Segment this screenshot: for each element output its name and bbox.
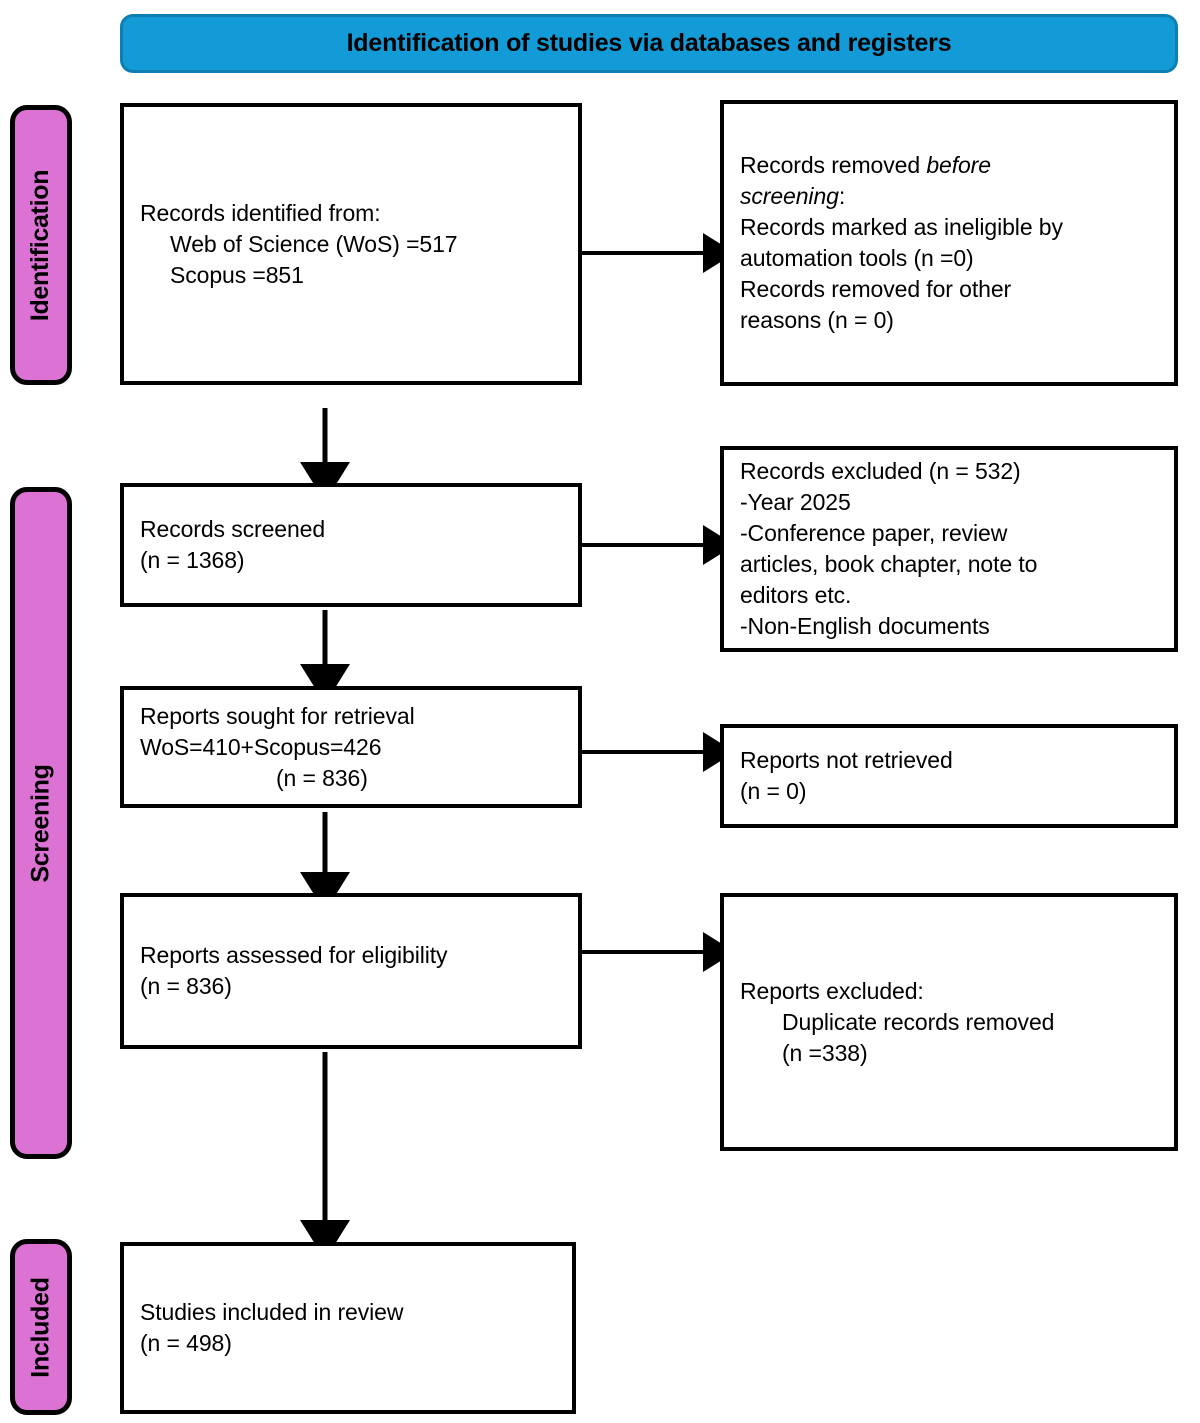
box-studies-included: Studies included in review (n = 498) bbox=[120, 1242, 576, 1414]
box-records-removed-before-screening: Records removed before screening: Record… bbox=[720, 100, 1178, 386]
reports-not-retrieved-line-1: Reports not retrieved bbox=[740, 747, 953, 773]
records-removed-line-1: Records removed before bbox=[740, 150, 1158, 181]
stage-pill-included: Included bbox=[10, 1239, 72, 1415]
records-screened-line-1: Records screened bbox=[140, 516, 326, 542]
records-identified-line-1: Records identified from: bbox=[140, 199, 381, 226]
box-reports-sought: Reports sought for retrieval WoS=410+Sco… bbox=[120, 686, 582, 808]
records-identified-line-2: Web of Science (WoS) =517 bbox=[170, 230, 458, 257]
records-removed-line-3: Records marked as ineligible by bbox=[740, 214, 1063, 240]
reports-sought-line-3: (n = 836) bbox=[276, 764, 368, 791]
stage-label-screening: Screening bbox=[26, 763, 55, 883]
records-removed-colon: : bbox=[838, 183, 846, 209]
records-removed-plain-1: Records removed bbox=[740, 152, 927, 178]
diagram-title: Identification of studies via databases … bbox=[346, 29, 952, 57]
records-excluded-line-3: -Conference paper, review bbox=[740, 520, 1008, 546]
records-screened-line-2: (n = 1368) bbox=[140, 547, 245, 573]
records-removed-line-4: automation tools (n =0) bbox=[740, 245, 974, 271]
reports-assessed-line-1: Reports assessed for eligibility bbox=[140, 942, 448, 968]
records-excluded-line-6: -Non-English documents bbox=[740, 613, 990, 639]
records-removed-line-5: Records removed for other bbox=[740, 276, 1012, 302]
reports-excluded-line-3: (n =338) bbox=[782, 1039, 868, 1066]
box-reports-excluded: Reports excluded: Duplicate records remo… bbox=[720, 893, 1178, 1151]
box-records-screened: Records screened (n = 1368) bbox=[120, 483, 582, 607]
stage-pill-identification: Identification bbox=[10, 105, 72, 385]
records-removed-italic-before: before bbox=[926, 152, 991, 178]
stage-label-identification: Identification bbox=[26, 169, 55, 321]
records-excluded-line-5: editors etc. bbox=[740, 582, 852, 608]
stage-label-included: Included bbox=[26, 1276, 55, 1378]
records-identified-line-3: Scopus =851 bbox=[170, 261, 304, 288]
box-reports-assessed: Reports assessed for eligibility (n = 83… bbox=[120, 893, 582, 1049]
reports-assessed-line-2: (n = 836) bbox=[140, 973, 232, 999]
studies-included-line-1: Studies included in review bbox=[140, 1299, 404, 1325]
reports-excluded-line-2: Duplicate records removed bbox=[782, 1008, 1055, 1035]
records-excluded-line-4: articles, book chapter, note to bbox=[740, 551, 1038, 577]
stage-pill-screening: Screening bbox=[10, 487, 72, 1159]
box-reports-not-retrieved: Reports not retrieved (n = 0) bbox=[720, 724, 1178, 828]
reports-not-retrieved-line-2: (n = 0) bbox=[740, 778, 807, 804]
reports-excluded-line-1: Reports excluded: bbox=[740, 977, 924, 1004]
records-removed-line-6: reasons (n = 0) bbox=[740, 307, 894, 333]
box-records-excluded: Records excluded (n = 532) -Year 2025 -C… bbox=[720, 446, 1178, 652]
reports-sought-line-1: Reports sought for retrieval bbox=[140, 702, 415, 729]
records-excluded-line-1: Records excluded (n = 532) bbox=[740, 458, 1021, 484]
studies-included-line-2: (n = 498) bbox=[140, 1330, 232, 1356]
records-removed-line-2: screening: bbox=[740, 181, 1158, 212]
records-excluded-line-2: -Year 2025 bbox=[740, 489, 851, 515]
records-removed-italic-screening: screening bbox=[740, 183, 839, 209]
box-records-identified: Records identified from: Web of Science … bbox=[120, 103, 582, 385]
reports-sought-line-2: WoS=410+Scopus=426 bbox=[140, 733, 382, 760]
diagram-header-banner: Identification of studies via databases … bbox=[120, 14, 1178, 73]
